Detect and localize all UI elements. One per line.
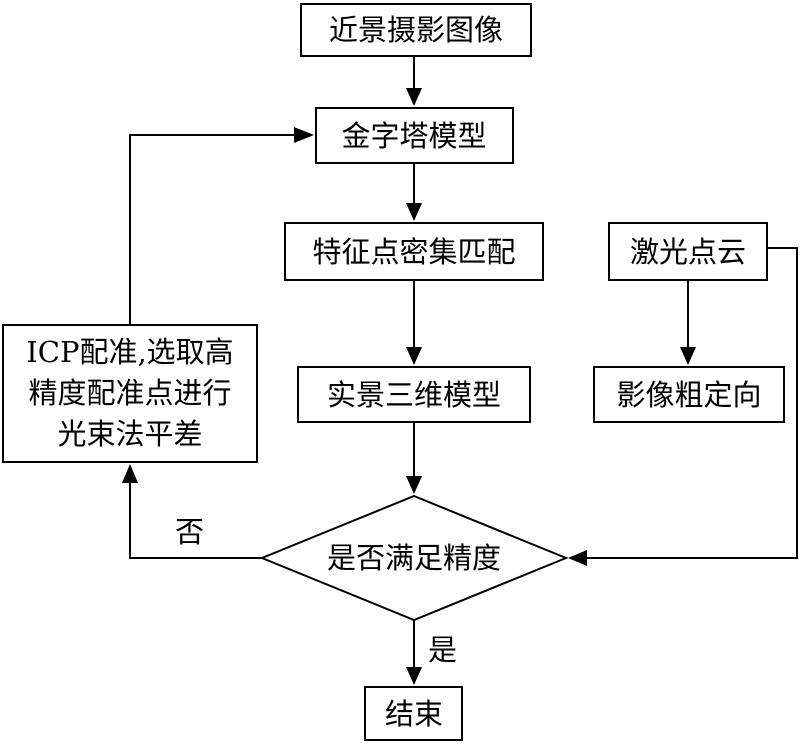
node-laser-cloud-label: 激光点云 <box>630 235 746 269</box>
node-icp-line-3: 光束法平差 <box>57 417 202 451</box>
node-decision-label: 是否满足精度 <box>327 541 501 575</box>
node-near-image-label: 近景摄影图像 <box>329 13 503 47</box>
arrowhead-icon <box>294 127 314 143</box>
edge-decision-to-icp <box>122 464 262 559</box>
node-feature-match: 特征点密集匹配 <box>284 222 544 281</box>
node-icp-line-2: 精度配准点进行 <box>28 376 231 410</box>
node-end: 结束 <box>364 686 463 741</box>
edge-laser-cloud-to-decision <box>568 247 798 566</box>
node-laser-cloud: 激光点云 <box>608 222 768 281</box>
node-feature-match-label: 特征点密集匹配 <box>312 235 515 269</box>
arrowhead-icon <box>122 464 138 483</box>
edge-decision-to-end <box>406 620 422 685</box>
node-coarse-orient: 影像粗定向 <box>593 366 785 423</box>
edge-label-no: 否 <box>175 515 204 549</box>
node-pyramid-label: 金字塔模型 <box>341 119 486 153</box>
node-icp: ICP配准,选取高 精度配准点进行 光束法平差 <box>2 324 258 463</box>
arrowhead-icon <box>406 203 422 221</box>
node-decision: 是否满足精度 <box>259 494 569 622</box>
edge-laser-cloud-to-coarse-orient <box>680 280 696 365</box>
node-real-3d: 实景三维模型 <box>297 366 531 423</box>
arrowhead-icon <box>406 476 422 494</box>
node-coarse-orient-label: 影像粗定向 <box>616 378 761 412</box>
node-end-label: 结束 <box>385 697 443 731</box>
arrowhead-icon <box>406 667 422 685</box>
arrowhead-icon <box>568 550 587 566</box>
edge-pyramid-to-feature-match <box>406 163 422 221</box>
node-pyramid: 金字塔模型 <box>315 107 514 164</box>
arrowhead-icon <box>406 88 422 106</box>
edge-feature-match-to-real-3d <box>406 280 422 365</box>
arrowhead-icon <box>680 347 696 365</box>
node-real-3d-label: 实景三维模型 <box>327 378 501 412</box>
edge-label-yes: 是 <box>428 633 457 667</box>
edge-icp-to-pyramid <box>129 127 314 325</box>
node-near-image: 近景摄影图像 <box>300 3 532 57</box>
edge-real-3d-to-decision <box>406 422 422 494</box>
node-icp-line-1: ICP配准,选取高 <box>26 335 233 369</box>
edge-near-image-to-pyramid <box>406 56 422 106</box>
arrowhead-icon <box>406 347 422 365</box>
